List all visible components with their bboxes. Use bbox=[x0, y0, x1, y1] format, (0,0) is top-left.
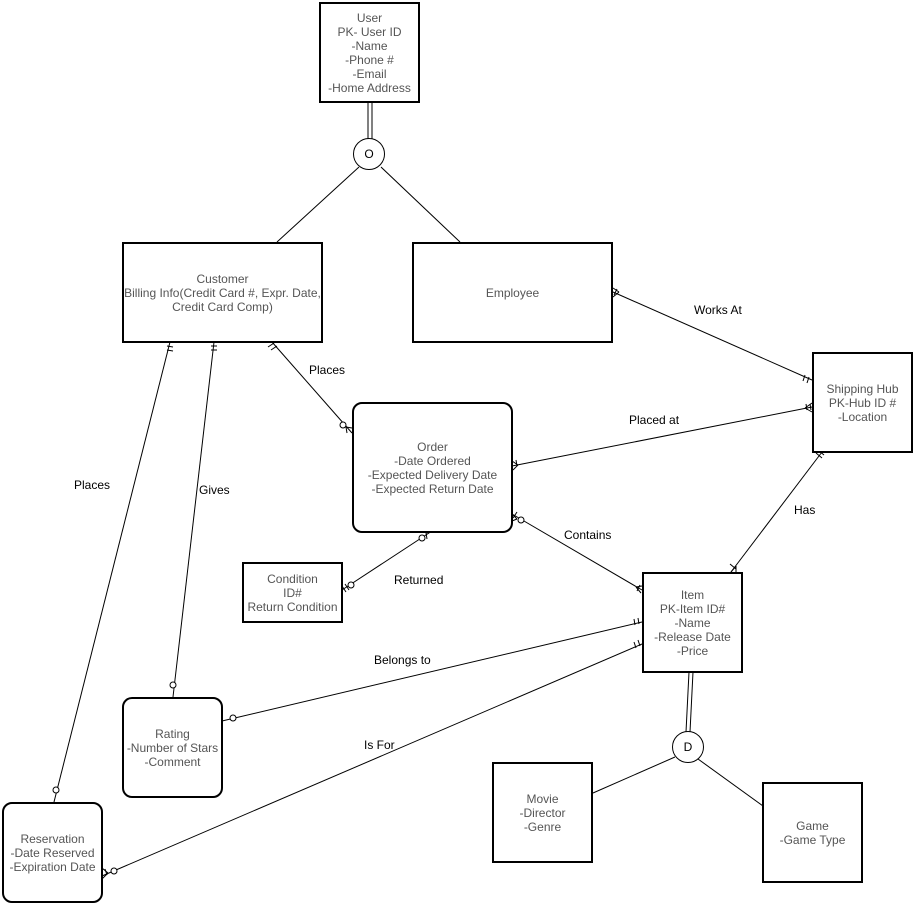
connector-item-spec-2 bbox=[689, 671, 694, 733]
label-gives: Gives bbox=[199, 483, 230, 497]
connector-returned bbox=[341, 530, 433, 591]
entity-game: Game -Game Type bbox=[762, 782, 863, 883]
connector-item-spec bbox=[685, 671, 690, 733]
entity-order: Order -Date Ordered -Expected Delivery D… bbox=[352, 402, 513, 533]
entity-condition: Condition ID# Return Condition bbox=[242, 562, 343, 623]
connector-gives bbox=[172, 341, 215, 698]
label-belongs-to: Belongs to bbox=[374, 653, 431, 667]
specialization-disjoint-node: D bbox=[672, 731, 704, 763]
connector-spec-employee bbox=[380, 166, 461, 243]
entity-rating: Rating -Number of Stars -Comment bbox=[122, 697, 223, 798]
entity-item: Item PK-Item ID# -Name -Release Date -Pr… bbox=[642, 572, 743, 673]
entity-reservation: Reservation -Date Reserved -Expiration D… bbox=[2, 802, 103, 903]
connector-spec-game bbox=[697, 758, 764, 807]
connector-is-for bbox=[101, 643, 643, 877]
connector-contains bbox=[511, 513, 643, 591]
connector-has bbox=[730, 451, 823, 573]
label-has: Has bbox=[794, 503, 816, 517]
connector-works-at bbox=[612, 291, 813, 381]
entity-movie: Movie -Director -Genre bbox=[492, 762, 593, 863]
connector-spec-customer bbox=[276, 166, 360, 243]
connector-spec-movie bbox=[592, 756, 676, 794]
label-works-at: Works At bbox=[694, 303, 742, 317]
label-returned: Returned bbox=[394, 573, 444, 587]
label-places-order: Places bbox=[309, 363, 346, 377]
connector-places-order bbox=[271, 341, 353, 434]
label-is-for: Is For bbox=[364, 738, 395, 752]
entity-employee: Employee bbox=[412, 242, 613, 343]
specialization-overlap-node: O bbox=[353, 138, 385, 170]
connector-belongs-to bbox=[221, 621, 643, 722]
connector-placed-at bbox=[511, 406, 813, 467]
label-placed-at: Placed at bbox=[629, 413, 680, 427]
optional-markers bbox=[52, 421, 525, 875]
connector-places-reservation bbox=[53, 341, 171, 803]
entity-customer: Customer Billing Info(Credit Card #, Exp… bbox=[122, 242, 323, 343]
cardinality-marks bbox=[104, 288, 825, 876]
entity-user: User PK- User ID -Name -Phone # -Email -… bbox=[319, 2, 420, 103]
entity-shipping-hub: Shipping Hub PK-Hub ID # -Location bbox=[812, 352, 913, 453]
label-places-reservation: Places bbox=[74, 478, 111, 492]
label-contains: Contains bbox=[564, 528, 612, 542]
